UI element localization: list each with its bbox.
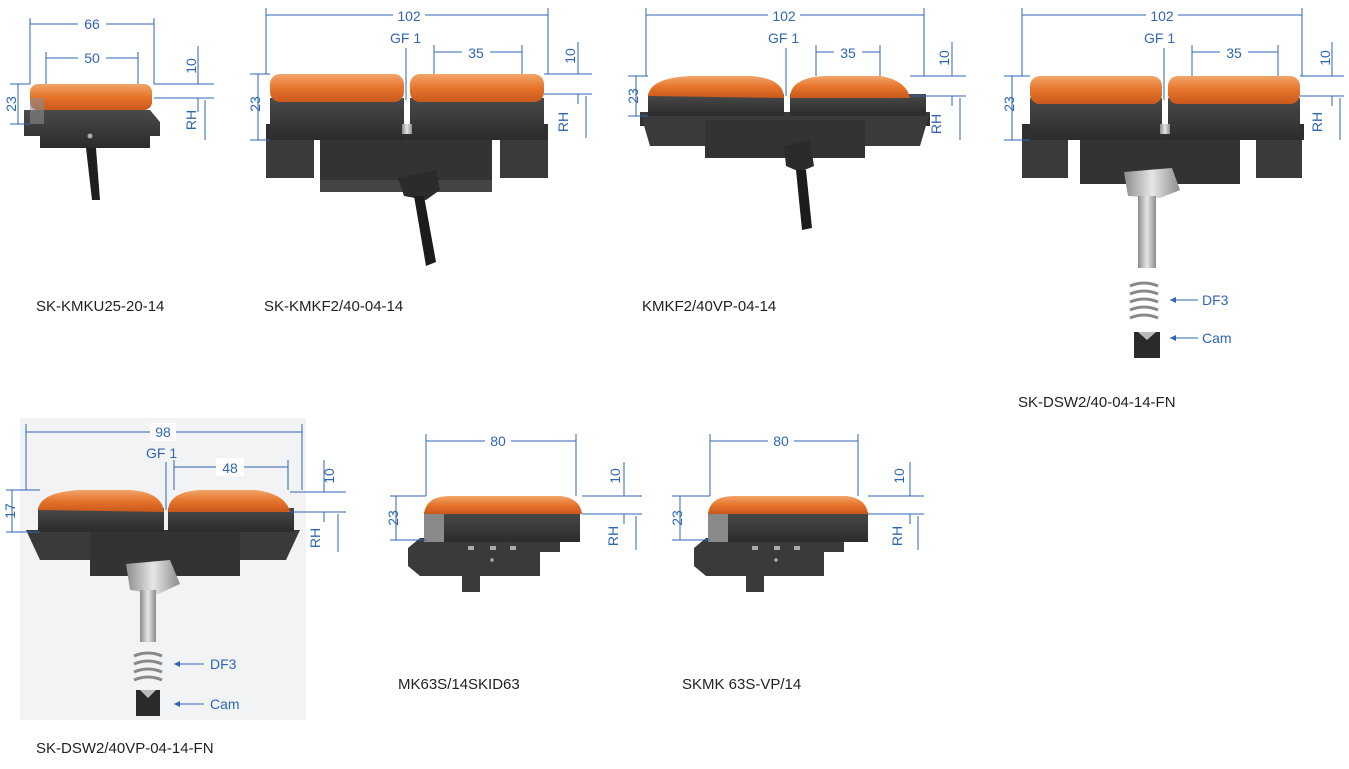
unit-5-device — [26, 490, 300, 716]
unit-2-height: 23 — [247, 96, 263, 112]
unit-5-top: 10 — [321, 468, 337, 484]
unit-4-width-lens: 35 — [1226, 45, 1242, 61]
unit-1-height: 23 — [3, 96, 19, 112]
unit-4-height: 23 — [1001, 96, 1017, 112]
unit-5-cam-label: Cam — [210, 696, 240, 712]
unit-2-caption: SK-KMKF2/40-04-14 — [264, 298, 404, 315]
unit-1-width-overall: 66 — [84, 16, 100, 32]
unit-3-width-lens: 35 — [840, 45, 856, 61]
unit-7-top: 10 — [891, 468, 907, 484]
unit-7-device — [694, 496, 868, 592]
unit-4-gap-label: GF 1 — [1144, 30, 1175, 46]
unit-6-width-overall: 80 — [490, 433, 506, 449]
unit-5-width-overall: 98 — [155, 424, 171, 440]
unit-1-top: 10 — [183, 58, 199, 74]
unit-4-top: 10 — [1317, 50, 1333, 66]
unit-5: 98 GF 1 48 17 10 RH DF3 Cam — [2, 418, 346, 720]
unit-3: 102 GF 1 35 23 10 RH — [625, 6, 966, 230]
unit-4-width-overall: 102 — [1150, 8, 1174, 24]
unit-3-top: 10 — [936, 50, 952, 66]
unit-1-width-lens: 50 — [84, 50, 100, 66]
unit-2-device — [266, 74, 548, 266]
unit-4-rh: RH — [1309, 112, 1325, 132]
unit-3-caption: KMKF2/40VP-04-14 — [642, 298, 777, 315]
unit-2: 102 GF 1 35 23 10 RH — [247, 6, 592, 266]
unit-3-gap-label: GF 1 — [768, 30, 799, 46]
unit-6: 80 23 10 RH — [385, 432, 642, 592]
unit-7-caption: SKMK 63S-VP/14 — [682, 676, 802, 693]
unit-2-rh: RH — [555, 112, 571, 132]
unit-3-device — [640, 76, 930, 230]
unit-3-width-overall: 102 — [772, 8, 796, 24]
unit-6-caption: MK63S/14SKID63 — [398, 676, 520, 693]
unit-2-gap-label: GF 1 — [390, 30, 421, 46]
unit-4-cam-label: Cam — [1202, 330, 1232, 346]
unit-5-height: 17 — [2, 503, 18, 519]
unit-1-device — [24, 84, 160, 200]
unit-1-rh: RH — [183, 110, 199, 130]
unit-7-rh: RH — [889, 526, 905, 546]
unit-4: 102 GF 1 35 23 10 RH DF3 Cam — [1001, 6, 1344, 358]
unit-7: 80 23 10 RH — [669, 432, 924, 592]
unit-7-height: 23 — [669, 510, 685, 526]
unit-2-width-lens: 35 — [468, 45, 484, 61]
unit-1-caption: SK-KMKU25-20-14 — [36, 298, 165, 315]
unit-5-gap-label: GF 1 — [146, 445, 177, 461]
unit-5-caption: SK-DSW2/40VP-04-14-FN — [36, 740, 214, 757]
unit-1: 66 50 23 10 RH — [3, 14, 214, 200]
unit-6-top: 10 — [607, 468, 623, 484]
unit-2-width-overall: 102 — [397, 8, 421, 24]
unit-4-caption: SK-DSW2/40-04-14-FN — [1018, 394, 1176, 411]
unit-6-rh: RH — [605, 526, 621, 546]
unit-4-spring-label: DF3 — [1202, 292, 1229, 308]
unit-2-top: 10 — [562, 48, 578, 64]
unit-5-spring-label: DF3 — [210, 656, 237, 672]
unit-5-rh: RH — [307, 528, 323, 548]
unit-6-device — [408, 496, 582, 592]
unit-7-width-overall: 80 — [773, 433, 789, 449]
unit-3-rh: RH — [928, 114, 944, 134]
unit-5-width-lens: 48 — [222, 460, 238, 476]
unit-4-device — [1022, 76, 1304, 358]
unit-3-height: 23 — [625, 88, 641, 104]
unit-6-height: 23 — [385, 510, 401, 526]
